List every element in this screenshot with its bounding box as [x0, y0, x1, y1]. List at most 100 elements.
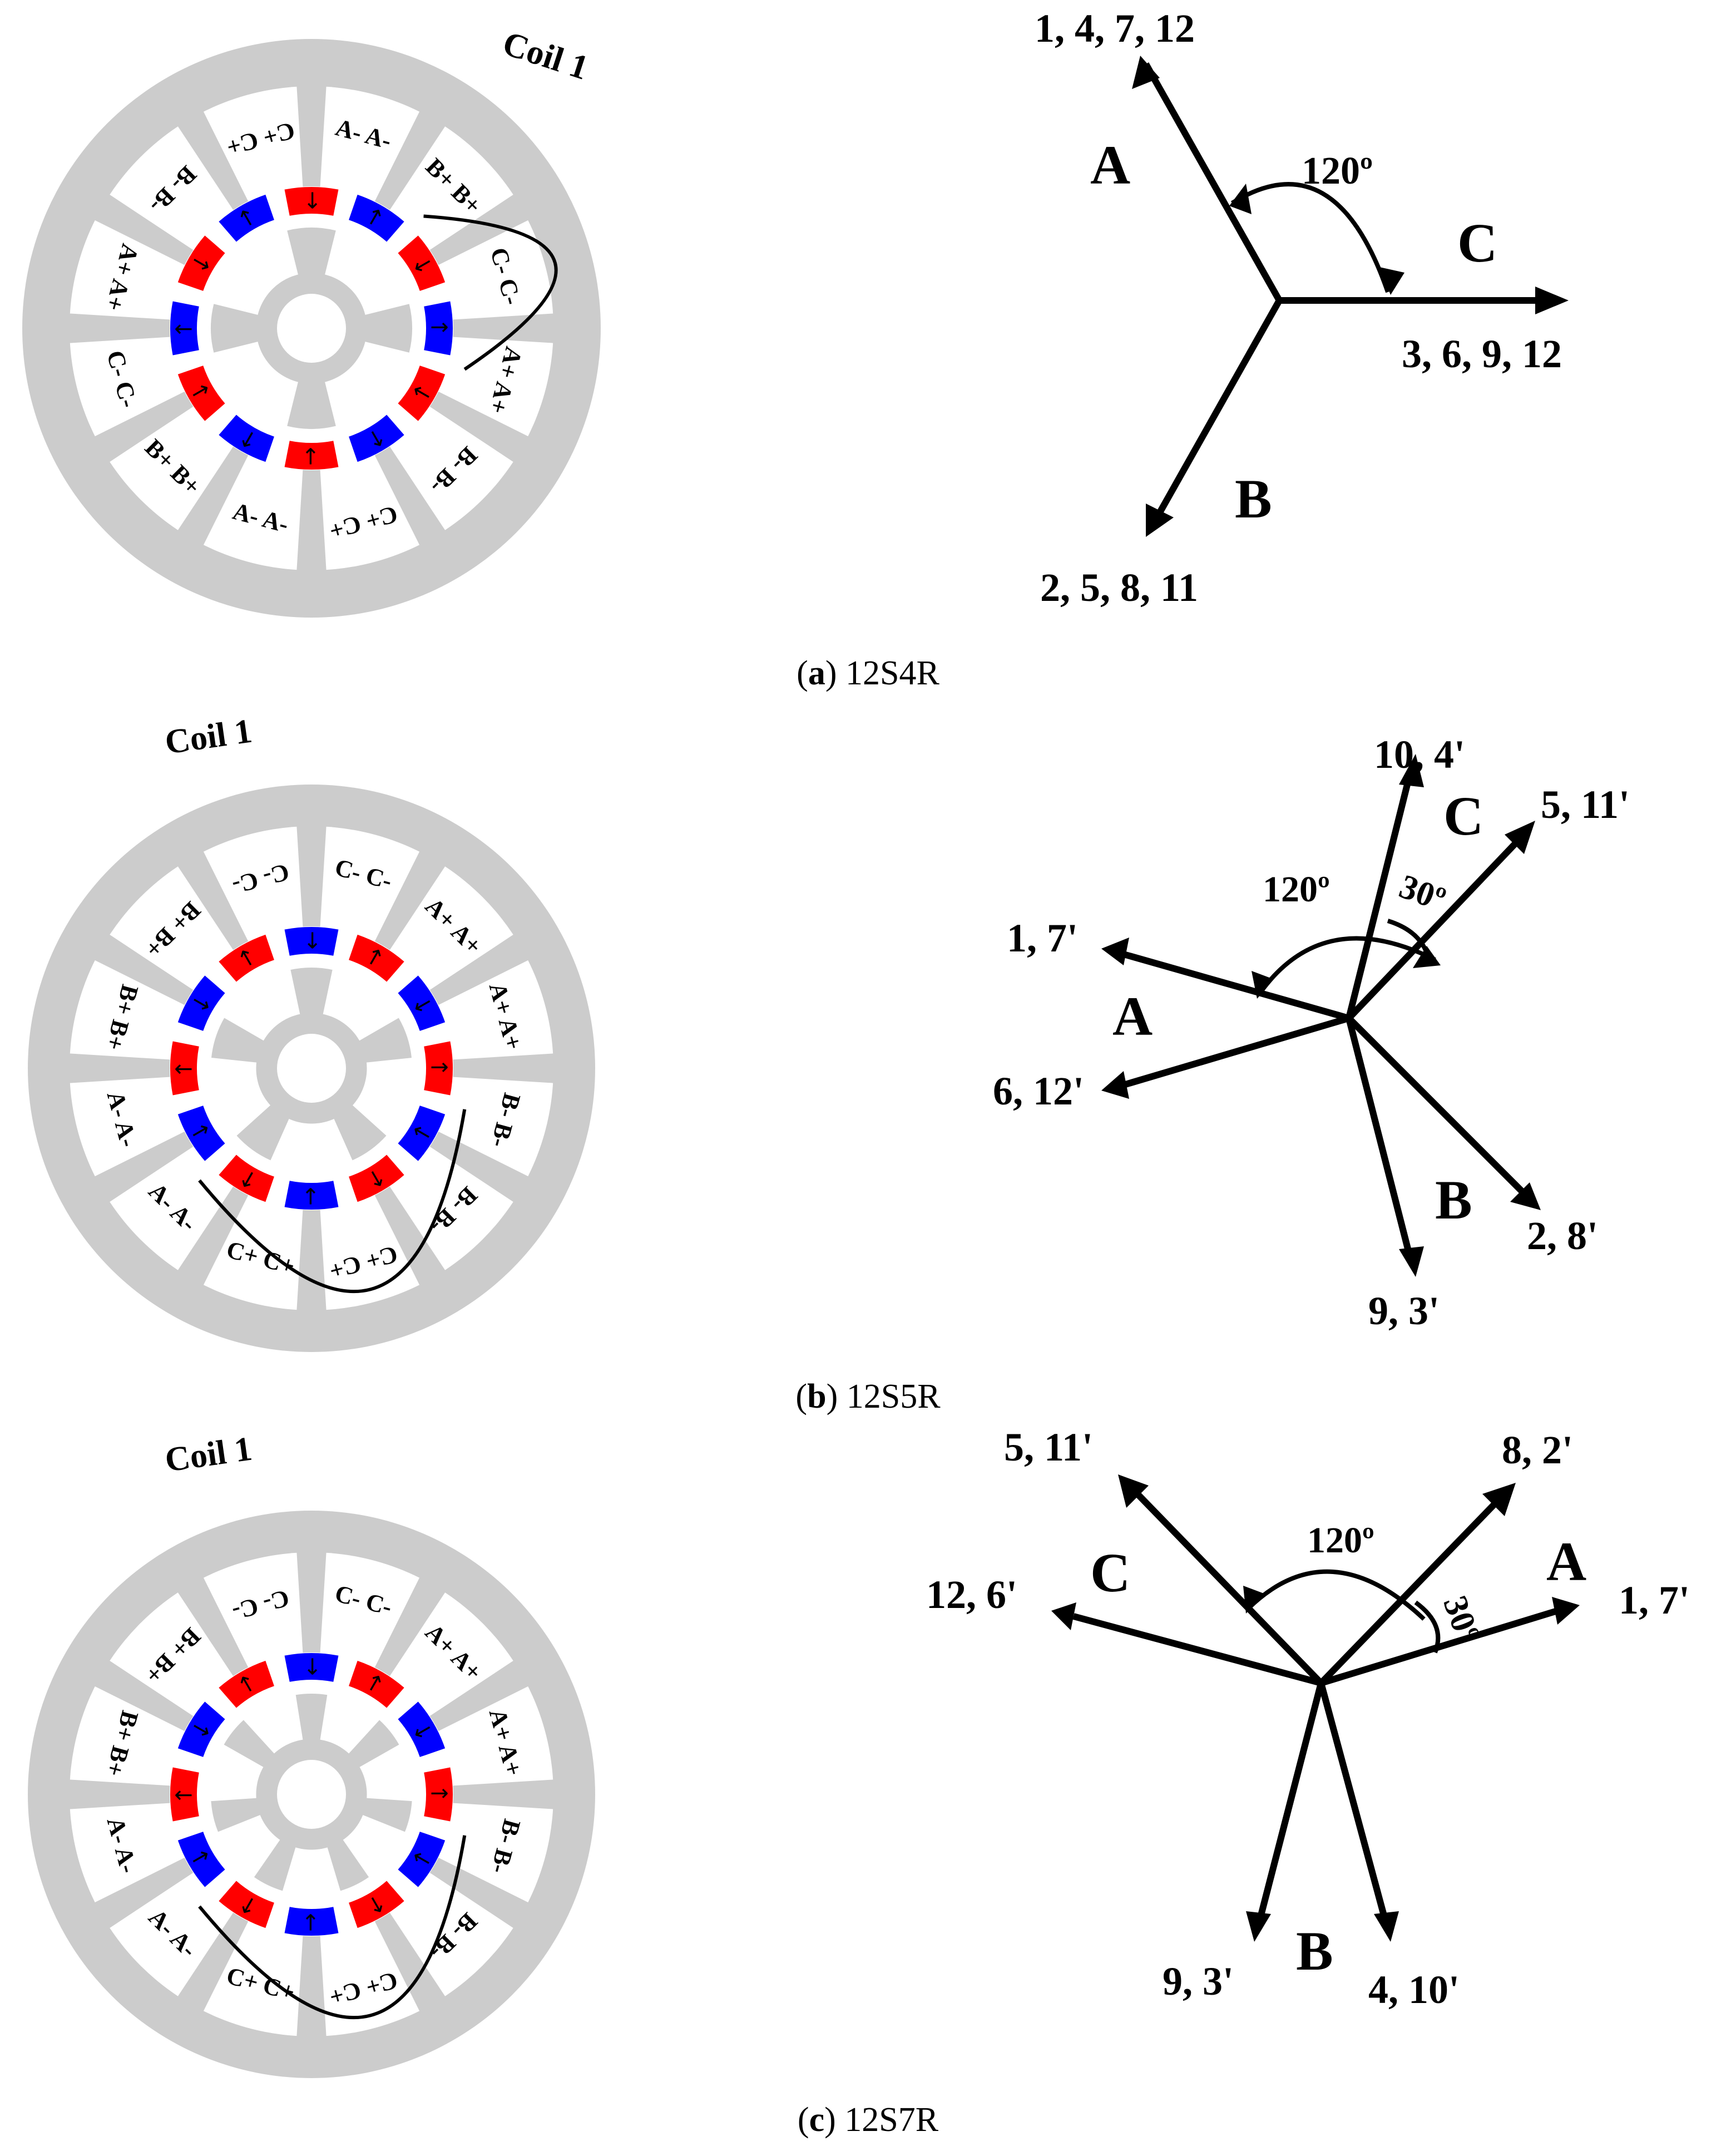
stator-tooth [429, 1660, 530, 1731]
magnet-blue [177, 975, 225, 1031]
magnet-arrow-icon: → [430, 1780, 449, 1806]
rotor-pole [324, 1831, 369, 1891]
magnet-red [424, 1041, 453, 1096]
phase-label-c: C [1090, 1542, 1130, 1604]
stator-tooth [374, 1912, 446, 2012]
magnet-arrow-icon: → [300, 191, 325, 210]
magnet-blue [170, 301, 199, 356]
shaft [277, 1760, 346, 1829]
magnet-blue [398, 1106, 446, 1161]
phasor-diagram-a: 1, 4, 7, 12 3, 6, 9, 12 2, 5, 8, 11 A C … [1035, 6, 1569, 610]
stator-tooth [296, 1551, 327, 1653]
magnet-red [349, 934, 404, 982]
arrowhead [1118, 1474, 1149, 1508]
caption-b: (b) 12S5R [795, 1378, 941, 1415]
angle-label: 120º [1302, 150, 1373, 193]
arrowhead [1510, 1182, 1541, 1210]
caption-a: (a) 12S4R [797, 654, 939, 692]
phasor-label: 4, 10' [1368, 1967, 1460, 2012]
angle-label-30: 30º [1436, 1591, 1487, 1647]
arrowhead [1132, 56, 1160, 89]
stator-tooth [374, 110, 446, 210]
coil-label: Coil 1 [498, 24, 593, 87]
magnet-red [349, 1155, 404, 1202]
phasor-label: 2, 5, 8, 11 [1040, 565, 1198, 610]
caption-text: 12S4R [845, 654, 939, 692]
arrowhead [1101, 938, 1129, 965]
rotor-pole [350, 1018, 412, 1064]
arrowhead [1379, 267, 1404, 295]
phase-label-b: B [1235, 468, 1272, 530]
stator-tooth [374, 1186, 446, 1286]
arrowhead [1399, 754, 1424, 787]
stator-tooth [429, 1857, 530, 1929]
shaft [277, 1034, 346, 1103]
arrowhead [1399, 1246, 1424, 1277]
rotor-pole [211, 304, 268, 353]
rotor-pole [254, 1831, 299, 1891]
phasor-arrow [1346, 772, 1413, 1019]
rotor-pole [355, 304, 413, 353]
arrowhead [1246, 1911, 1271, 1942]
magnet-arrow-icon: → [430, 314, 449, 340]
motor-cross-section-a: A- A-B+ B+C- C-A+ A+B- B-C+ C+A- A-B+ B+… [22, 24, 601, 618]
magnet-blue [177, 1106, 225, 1161]
magnet-red [284, 186, 339, 216]
rotor-pole [353, 1797, 412, 1832]
phase-label-b: B [1435, 1169, 1472, 1231]
magnet-arrow-icon: → [174, 1783, 193, 1808]
magnet-arrow-icon: → [300, 931, 325, 950]
coil-label: Coil 1 [162, 1430, 254, 1479]
arrowhead [1374, 1911, 1399, 1942]
magnet-red [398, 366, 446, 421]
arrowhead [1552, 1597, 1580, 1625]
magnet-arrow-icon: → [430, 1054, 449, 1080]
magnet-arrow-icon: → [298, 1187, 323, 1206]
shaft [277, 294, 346, 363]
magnet-red [170, 1767, 199, 1822]
stator-tooth [93, 194, 194, 265]
stator-tooth [453, 313, 555, 343]
magnet-arrow-icon: → [174, 1057, 193, 1082]
magnet-red [177, 366, 225, 421]
phasor-label: 8, 2' [1502, 1428, 1573, 1472]
magnet-red [170, 1041, 199, 1096]
coil-winding [198, 1835, 467, 2019]
phase-label-c: C [1443, 785, 1483, 847]
phasor-label: 12, 6' [926, 1572, 1017, 1617]
angle-arc [1230, 182, 1390, 293]
phasor-arrow [1320, 1607, 1559, 1686]
motor-cross-section-b: C- C-A+ A+A+ A+B- B-B- B-C+ C+C+ C+A- A-… [28, 712, 595, 1352]
phasor-arrow [1346, 1015, 1527, 1196]
stator-tooth [429, 1131, 530, 1203]
rotor-pole [342, 1720, 399, 1772]
magnet-red [349, 1881, 404, 1928]
phasor-arrow [1122, 1015, 1350, 1088]
stator-tooth [296, 1936, 327, 2038]
magnet-blue [219, 194, 274, 242]
magnet-arrow-icon: → [174, 317, 193, 342]
magnet-arrow-icon: → [298, 1913, 323, 1932]
angle-label-120: 120º [1263, 869, 1330, 910]
rotor-pole [211, 1018, 273, 1064]
phasor-label: 5, 11' [1541, 782, 1630, 827]
arrowhead [1146, 504, 1174, 537]
magnet-blue [398, 1701, 446, 1757]
stator-tooth [453, 1053, 555, 1083]
angle-arc-120 [1258, 936, 1436, 995]
phasor-label: 1, 7' [1619, 1578, 1690, 1622]
magnet-blue [398, 1832, 446, 1887]
stator-tooth [296, 1210, 327, 1311]
stator-tooth [68, 1779, 170, 1809]
phasor-diagram-b: 10, 4' 5, 11' 1, 7' 6, 12' 9, 3' 2, 8' C… [993, 732, 1630, 1333]
caption-letter: b [807, 1378, 827, 1415]
rotor-pole [287, 372, 336, 430]
magnet-red [219, 1155, 274, 1202]
stator-tooth [177, 1186, 249, 1286]
phasor-label: 6, 12' [993, 1069, 1084, 1113]
panel-c-12s7r: C- C-A+ A+A+ A+B- B-B- B-C+ C+C+ C+A- A-… [0, 1419, 1736, 2146]
stator-tooth [177, 850, 249, 950]
panel-a-12s4r: A- A-B+ B+C- C-A+ A+B- B-C+ C+A- A-B+ B+… [0, 0, 1736, 701]
stator-tooth [93, 934, 194, 1005]
phase-label-c: C [1457, 212, 1497, 274]
